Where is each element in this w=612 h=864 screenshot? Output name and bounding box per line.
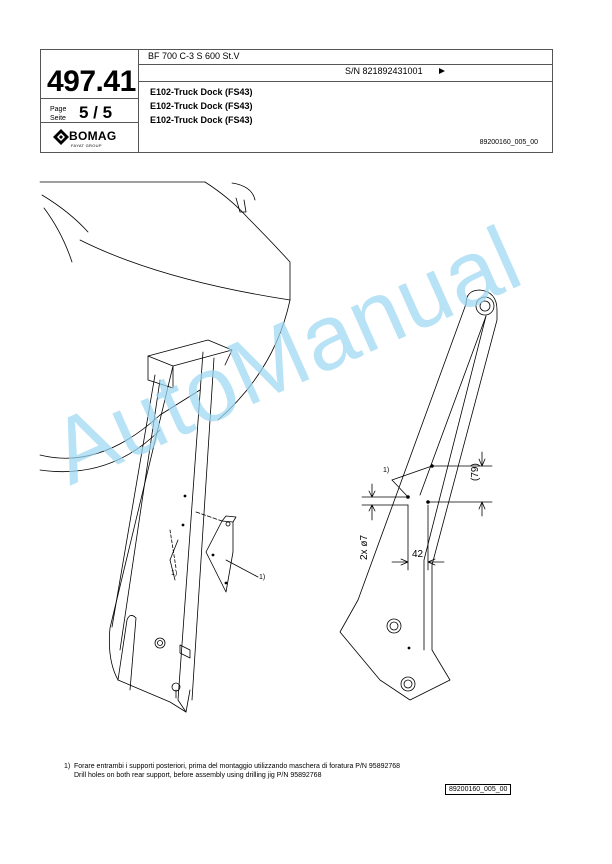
doc-number: 497.41 — [47, 65, 136, 98]
divider — [138, 64, 552, 65]
drawing-id: 89200160_005_00 — [479, 139, 538, 146]
footnote-marker: 1) — [64, 763, 71, 770]
footer-drawing-id: 89200160_005_00 — [445, 784, 512, 795]
page-number: 5 / 5 — [79, 103, 113, 122]
bracket-right — [339, 289, 498, 701]
divider — [41, 98, 138, 99]
logo-wordmark: BOMAG — [69, 129, 117, 143]
dimension-79: (79) — [470, 463, 481, 481]
title-line: E102-Truck Dock (FS43) — [150, 101, 253, 111]
dimension-holes: 2x ø7 — [359, 534, 370, 560]
divider — [41, 122, 138, 123]
title-line: E102-Truck Dock (FS43) — [150, 115, 253, 125]
footnote-italian: Forare entrambi i supporti posteriori, p… — [74, 763, 401, 770]
divider — [138, 81, 552, 82]
technical-drawing — [39, 181, 498, 713]
footnote-english: Drill holes on both rear support, before… — [74, 772, 322, 779]
logo-subline: FAYAT GROUP — [71, 143, 102, 148]
model-name: BF 700 C-3 S 600 St.V — [148, 51, 240, 61]
bomag-logo: BOMAG FAYAT GROUP — [53, 126, 135, 150]
truck-body — [39, 181, 291, 473]
serial-number: S/N 821892431001 — [345, 66, 423, 76]
dimension-42: 42 — [412, 549, 424, 560]
bracket-left — [108, 339, 233, 713]
title-block: 497.41 Page Seite 5 / 5 BOMAG FAYAT GROU… — [40, 49, 553, 153]
arrow-right-icon — [439, 68, 445, 74]
bomag-logo-icon — [53, 129, 69, 145]
drilling-jig — [195, 511, 259, 593]
callout-label: 1) — [383, 467, 390, 474]
footnote: 1) Forare entrambi i supporti posteriori… — [64, 762, 400, 780]
page-label: Page Seite — [50, 106, 67, 122]
divider — [138, 50, 139, 152]
title-line: E102-Truck Dock (FS43) — [150, 87, 253, 97]
callout-label: 1) — [259, 574, 266, 581]
callout-label: 1) — [171, 570, 178, 577]
